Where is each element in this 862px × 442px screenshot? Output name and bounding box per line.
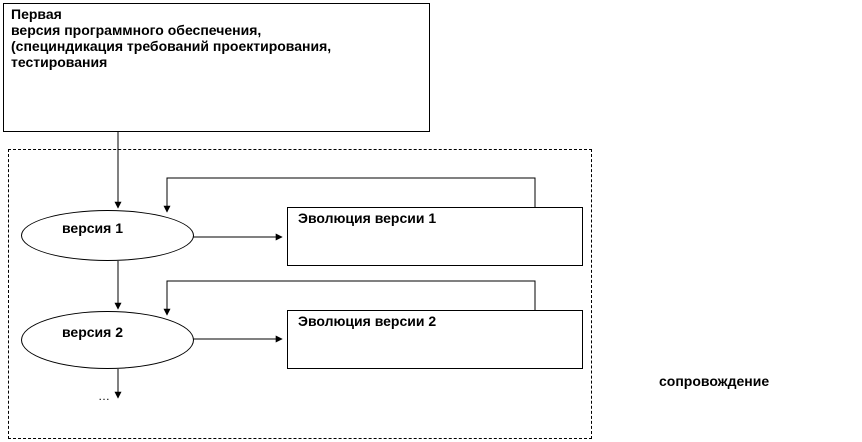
maintenance-region	[8, 149, 592, 439]
version-1-node: версия 1	[21, 210, 194, 261]
evolution-1-box: Эволюция версии 1	[287, 207, 583, 266]
version-1-label: версия 1	[62, 220, 123, 236]
first-version-line: (специндикация требований проектирования…	[11, 38, 332, 54]
version-2-node: версия 2	[21, 311, 194, 369]
evolution-1-label: Эволюция версии 1	[298, 210, 437, 226]
first-version-line: Первая	[11, 6, 62, 22]
first-version-line: версия программного обеспечения,	[11, 22, 262, 38]
evolution-2-label: Эволюция версии 2	[298, 313, 437, 329]
continuation-ellipsis: …	[98, 389, 110, 403]
maintenance-label: сопровождение	[659, 373, 770, 389]
version-2-label: версия 2	[62, 324, 123, 340]
first-version-box: Первая версия программного обеспечения, …	[3, 3, 430, 132]
evolution-2-box: Эволюция версии 2	[287, 310, 583, 369]
first-version-line: тестирования	[11, 54, 108, 70]
